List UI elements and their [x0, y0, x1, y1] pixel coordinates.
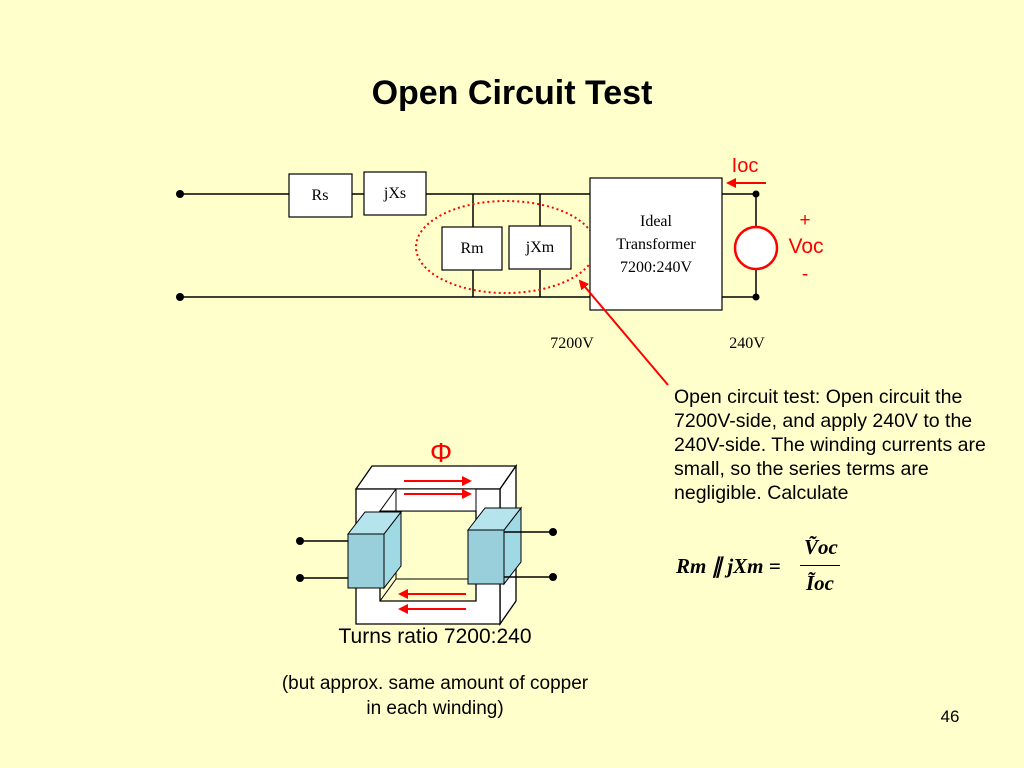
copper-note: (but approx. same amount of copper in ea…: [281, 673, 589, 719]
rs-resistor: [288, 173, 353, 218]
pointer-arrow-icon: [578, 279, 669, 386]
voc-label: Voc: [788, 235, 823, 258]
right-voltage-label: 240V: [729, 335, 765, 352]
description-text: Open circuit test: Open circuit the 7200…: [674, 386, 986, 504]
voc-minus: -: [802, 264, 808, 285]
voltage-source-icon: [733, 225, 779, 271]
circuit-wires: [180, 193, 757, 298]
slide-title: Open Circuit Test: [371, 74, 653, 112]
terminal-dot: [752, 190, 760, 198]
formula-denominator: Ĩoc: [806, 571, 834, 595]
flux-symbol: Φ: [430, 437, 452, 468]
right-winding-icon: [466, 506, 523, 586]
voc-plus: +: [799, 210, 810, 231]
ideal-transformer-box: [589, 177, 723, 311]
jxs-label: jXs: [383, 185, 406, 202]
left-voltage-label: 7200V: [550, 335, 594, 352]
jxm-reactance: [508, 225, 572, 270]
winding-leads: [300, 531, 553, 579]
terminal-dot: [176, 190, 184, 198]
page-number: 46: [940, 707, 960, 726]
terminal-dot: [176, 293, 184, 301]
transformer-line-3: 7200:240V: [620, 259, 692, 276]
formula-left: Rm ∥ jXm =: [676, 554, 781, 578]
flux-arrows-icon: [398, 476, 472, 614]
transformer-line-2: Transformer: [616, 236, 696, 253]
left-winding-icon: [346, 510, 403, 590]
terminal-dot: [549, 528, 557, 536]
rm-label: Rm: [460, 240, 484, 257]
transformer-line-1: Ideal: [640, 213, 673, 230]
terminal-dot: [752, 293, 760, 301]
formula-numerator: Ṽoc: [804, 535, 838, 559]
terminal-dot: [296, 537, 304, 545]
terminal-dot: [296, 574, 304, 582]
rs-label: Rs: [312, 187, 329, 204]
terminal-dot: [549, 573, 557, 581]
jxs-reactance: [363, 171, 427, 216]
fraction-bar: [800, 565, 840, 566]
ioc-label: Ioc: [732, 155, 759, 177]
rm-resistor: [441, 226, 503, 271]
jxm-label: jXm: [525, 239, 555, 256]
turns-ratio-label: Turns ratio 7200:240: [338, 625, 532, 648]
